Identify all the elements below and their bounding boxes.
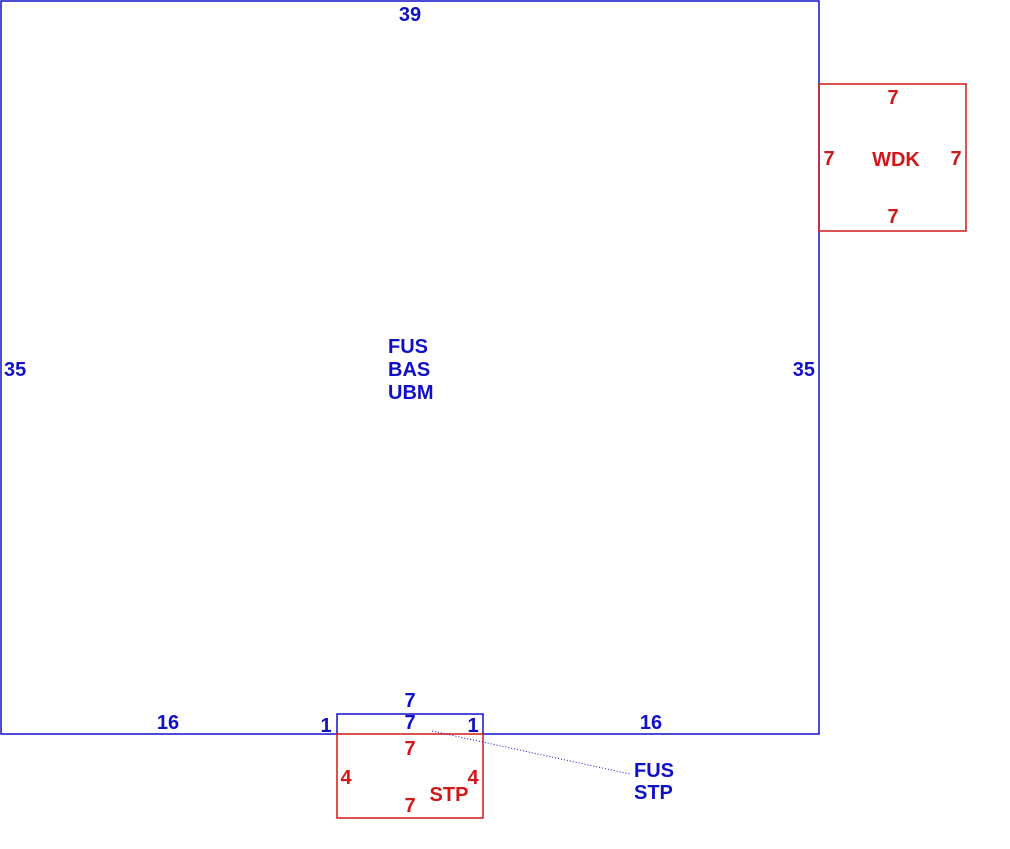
deck-right-dimension: 7 xyxy=(950,148,961,170)
stoop-top-dimension: 7 xyxy=(404,738,415,760)
deck-code: WDK xyxy=(872,149,920,171)
stoop-bottom-dimension: 7 xyxy=(404,795,415,817)
stoop-outline xyxy=(336,733,484,819)
main-top-dimension: 39 xyxy=(399,4,421,26)
main-right-dimension: 35 xyxy=(793,359,815,381)
main-code-line-2: BAS xyxy=(388,359,430,381)
deck-top-dimension: 7 xyxy=(887,87,898,109)
deck-bottom-dimension: 7 xyxy=(887,206,898,228)
main-area-outline xyxy=(0,0,820,735)
stoop-right-dimension: 4 xyxy=(467,767,479,789)
main-code-line-3: UBM xyxy=(388,382,434,404)
stoop-left-dimension: 4 xyxy=(340,767,352,789)
step-left-dimension: 1 xyxy=(320,715,331,737)
step-right-dimension: 1 xyxy=(467,715,478,737)
wood-deck-outline xyxy=(818,83,967,232)
deck-left-dimension: 7 xyxy=(823,148,834,170)
main-left-dimension: 35 xyxy=(4,359,26,381)
stoop-code: STP xyxy=(430,784,469,806)
step-inner-dimension: 7 xyxy=(404,712,415,734)
main-bottom-right-dimension: 16 xyxy=(640,712,662,734)
callout-leader-line xyxy=(431,730,631,775)
main-bottom-left-dimension: 16 xyxy=(157,712,179,734)
main-code-line-1: FUS xyxy=(388,336,428,358)
callout-code-line-1: FUS xyxy=(634,760,674,782)
callout-code-line-2: STP xyxy=(634,782,673,804)
step-top-dimension: 7 xyxy=(404,690,415,712)
